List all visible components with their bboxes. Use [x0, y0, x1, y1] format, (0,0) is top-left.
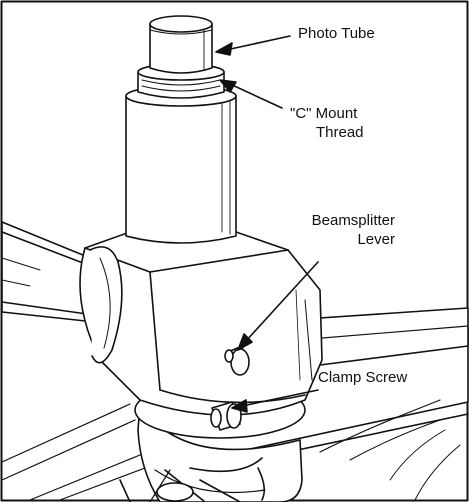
stand-lines [1, 403, 146, 501]
beamsplitter-lever-knob [224, 345, 250, 376]
c-mount-arrow [229, 83, 283, 109]
label-beamsplitter-lever: Beamsplitter Lever [302, 211, 395, 249]
nosepiece [119, 457, 263, 502]
photo-tube-column [125, 63, 237, 244]
label-beamsplitter-line2: Lever [357, 231, 395, 248]
label-clamp-screw-text: Clamp Screw [318, 369, 408, 386]
label-c-mount-line1: "C" Mount [290, 105, 358, 122]
photo-tube-arrow [225, 35, 291, 51]
label-clamp-screw: Clamp Screw [318, 368, 407, 387]
clamp-screw-arrow [241, 389, 319, 407]
label-photo-tube: Photo Tube [298, 24, 375, 43]
photo-tube [149, 15, 213, 74]
label-c-mount-thread: "C" Mount Thread [290, 104, 364, 142]
trinocular-body [79, 231, 323, 416]
label-beamsplitter-line1: Beamsplitter [311, 212, 395, 229]
label-photo-tube-text: Photo Tube [298, 25, 375, 42]
beamsplitter-arrow [244, 261, 319, 343]
label-c-mount-line2: Thread [316, 124, 364, 141]
leader-arrows [215, 35, 319, 413]
